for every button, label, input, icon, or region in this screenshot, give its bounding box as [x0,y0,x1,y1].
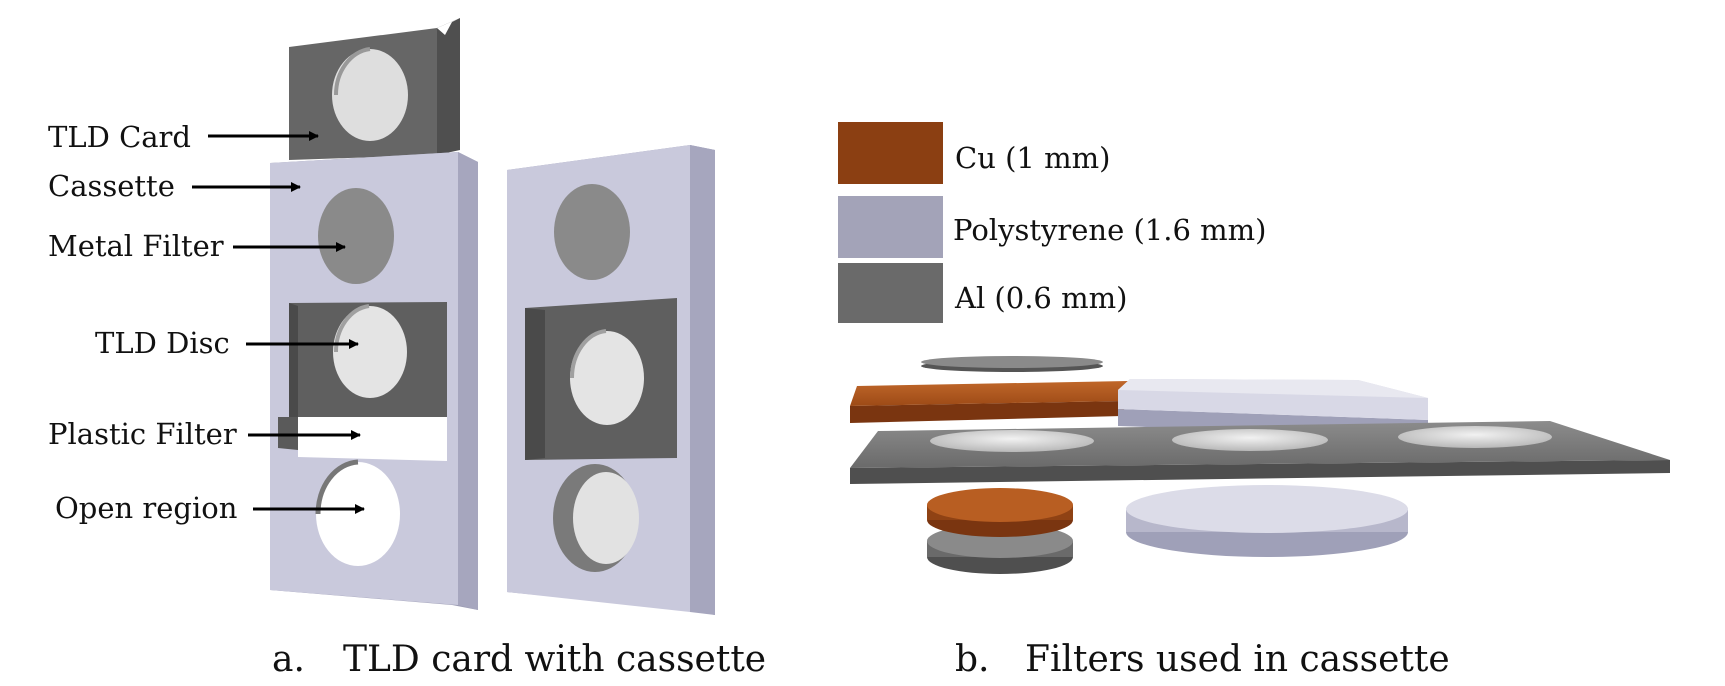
al-perforated-plate [850,421,1670,484]
legend-label-al: Al (0.6 mm) [954,281,1127,315]
cassette-back [507,145,715,615]
polystyrene-disc-bottom [1126,485,1408,557]
caption-a-marker: a. [272,639,305,680]
legend-label-polystyrene: Polystyrene (1.6 mm) [953,213,1266,247]
caption-b-text: Filters used in cassette [1025,639,1450,680]
legend-label-cu: Cu (1 mm) [955,141,1110,175]
label-cassette: Cassette [48,169,175,203]
label-open-region: Open region [55,491,237,525]
metal-filter-disc [318,188,394,284]
label-plastic-filter: Plastic Filter [48,417,237,451]
tld-disc-back [570,331,644,425]
caption-b-marker: b. [955,639,990,680]
al-disc-top [921,356,1103,372]
label-metal-filter: Metal Filter [48,229,224,263]
captions: a. TLD card with cassette b. Filters use… [272,639,1450,680]
legend-swatch-polystyrene [838,196,943,258]
tld-card [289,18,460,160]
label-tld-card: TLD Card [48,120,191,154]
polystyrene-plate [1118,379,1428,437]
materials-legend: Cu (1 mm) Polystyrene (1.6 mm) Al (0.6 m… [838,122,1266,323]
caption-a-text: TLD card with cassette [343,639,766,680]
metal-filter-disc-back [554,184,630,280]
label-tld-disc: TLD Disc [95,326,230,360]
panel-a-labels: TLD Card Cassette Metal Filter TLD Disc … [48,120,365,525]
plastic-filter-gap [298,417,447,461]
panel-a-cassette-illustration [270,18,715,615]
cu-plate [850,381,1128,423]
cassette-front [270,152,478,610]
panel-b-filter-illustration [850,356,1670,574]
open-region-hole [316,462,400,566]
cu-disc-bottom [927,488,1073,574]
tld-disc-front [333,306,407,398]
legend-swatch-al [838,263,943,323]
legend-swatch-cu [838,122,943,184]
